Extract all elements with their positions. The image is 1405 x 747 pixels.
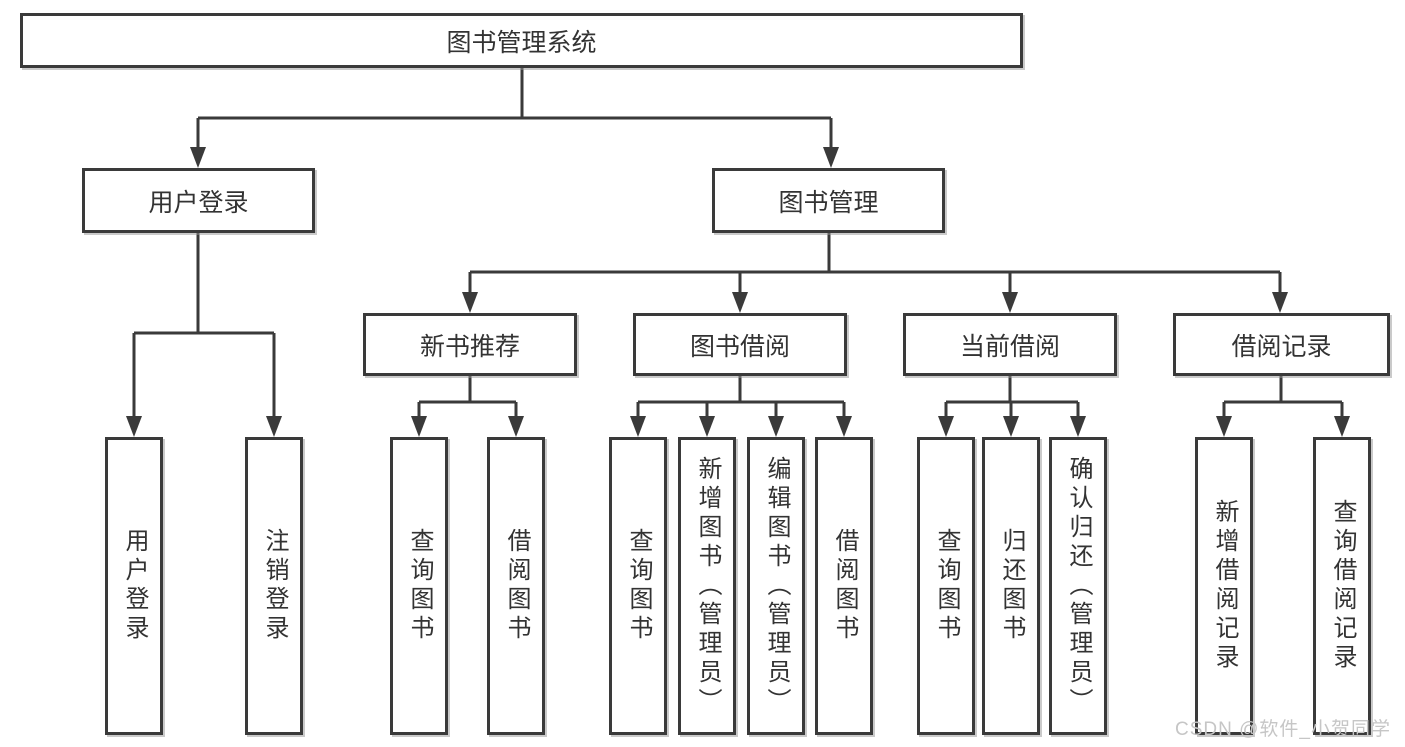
arrowhead-icon: [190, 147, 206, 168]
arrowhead-icon: [1334, 416, 1350, 437]
arrowhead-icon: [462, 292, 478, 313]
arrowhead-icon: [1272, 292, 1288, 313]
leaf-query-borrow-record: 查询借阅记录: [1313, 437, 1371, 735]
connectors-root: [190, 68, 839, 168]
arrowhead-icon: [768, 416, 784, 437]
watermark: CSDN @软件_小贺同学: [1175, 719, 1391, 740]
connectors-borrow-records: [1216, 376, 1350, 437]
leaf-borrow-books-borrow: 借阅图书: [815, 437, 873, 735]
node-borrow-records: 借阅记录: [1173, 313, 1390, 376]
leaf-query-books-current: 查询图书: [917, 437, 975, 735]
arrowhead-icon: [823, 147, 839, 168]
arrowhead-icon: [1216, 416, 1232, 437]
arrowhead-icon: [1070, 416, 1086, 437]
arrowhead-icon: [508, 416, 524, 437]
node-current-borrow: 当前借阅: [903, 313, 1117, 376]
arrowhead-icon: [699, 416, 715, 437]
leaf-query-books-newbook: 查询图书: [390, 437, 448, 735]
leaf-add-books-admin: 新增图书（管理员）: [678, 437, 736, 735]
arrowhead-icon: [1002, 292, 1018, 313]
connectors-current-borrow: [938, 376, 1086, 437]
arrowhead-icon: [1003, 416, 1019, 437]
connectors-new-book: [411, 376, 524, 437]
leaf-user-login: 用户登录: [105, 437, 163, 735]
arrowhead-icon: [836, 416, 852, 437]
node-user-login: 用户登录: [82, 168, 315, 233]
node-library-system: 图书管理系统: [20, 13, 1023, 68]
leaf-add-borrow-record: 新增借阅记录: [1195, 437, 1253, 735]
leaf-borrow-books-newbook: 借阅图书: [487, 437, 545, 735]
connectors-book-borrow: [630, 376, 852, 437]
arrowhead-icon: [411, 416, 427, 437]
arrowhead-icon: [126, 416, 142, 437]
leaf-query-books-borrow: 查询图书: [609, 437, 667, 735]
node-book-management: 图书管理: [712, 168, 945, 233]
arrowhead-icon: [266, 416, 282, 437]
connectors-book-management: [462, 233, 1288, 313]
node-book-borrow: 图书借阅: [633, 313, 847, 376]
connectors-user-login: [126, 233, 282, 437]
leaf-confirm-return-admin: 确认归还（管理员）: [1049, 437, 1107, 735]
leaf-return-books: 归还图书: [982, 437, 1040, 735]
arrowhead-icon: [938, 416, 954, 437]
leaf-logout: 注销登录: [245, 437, 303, 735]
node-new-book-recommend: 新书推荐: [363, 313, 577, 376]
arrowhead-icon: [630, 416, 646, 437]
arrowhead-icon: [732, 292, 748, 313]
leaf-edit-books-admin: 编辑图书（管理员）: [747, 437, 805, 735]
